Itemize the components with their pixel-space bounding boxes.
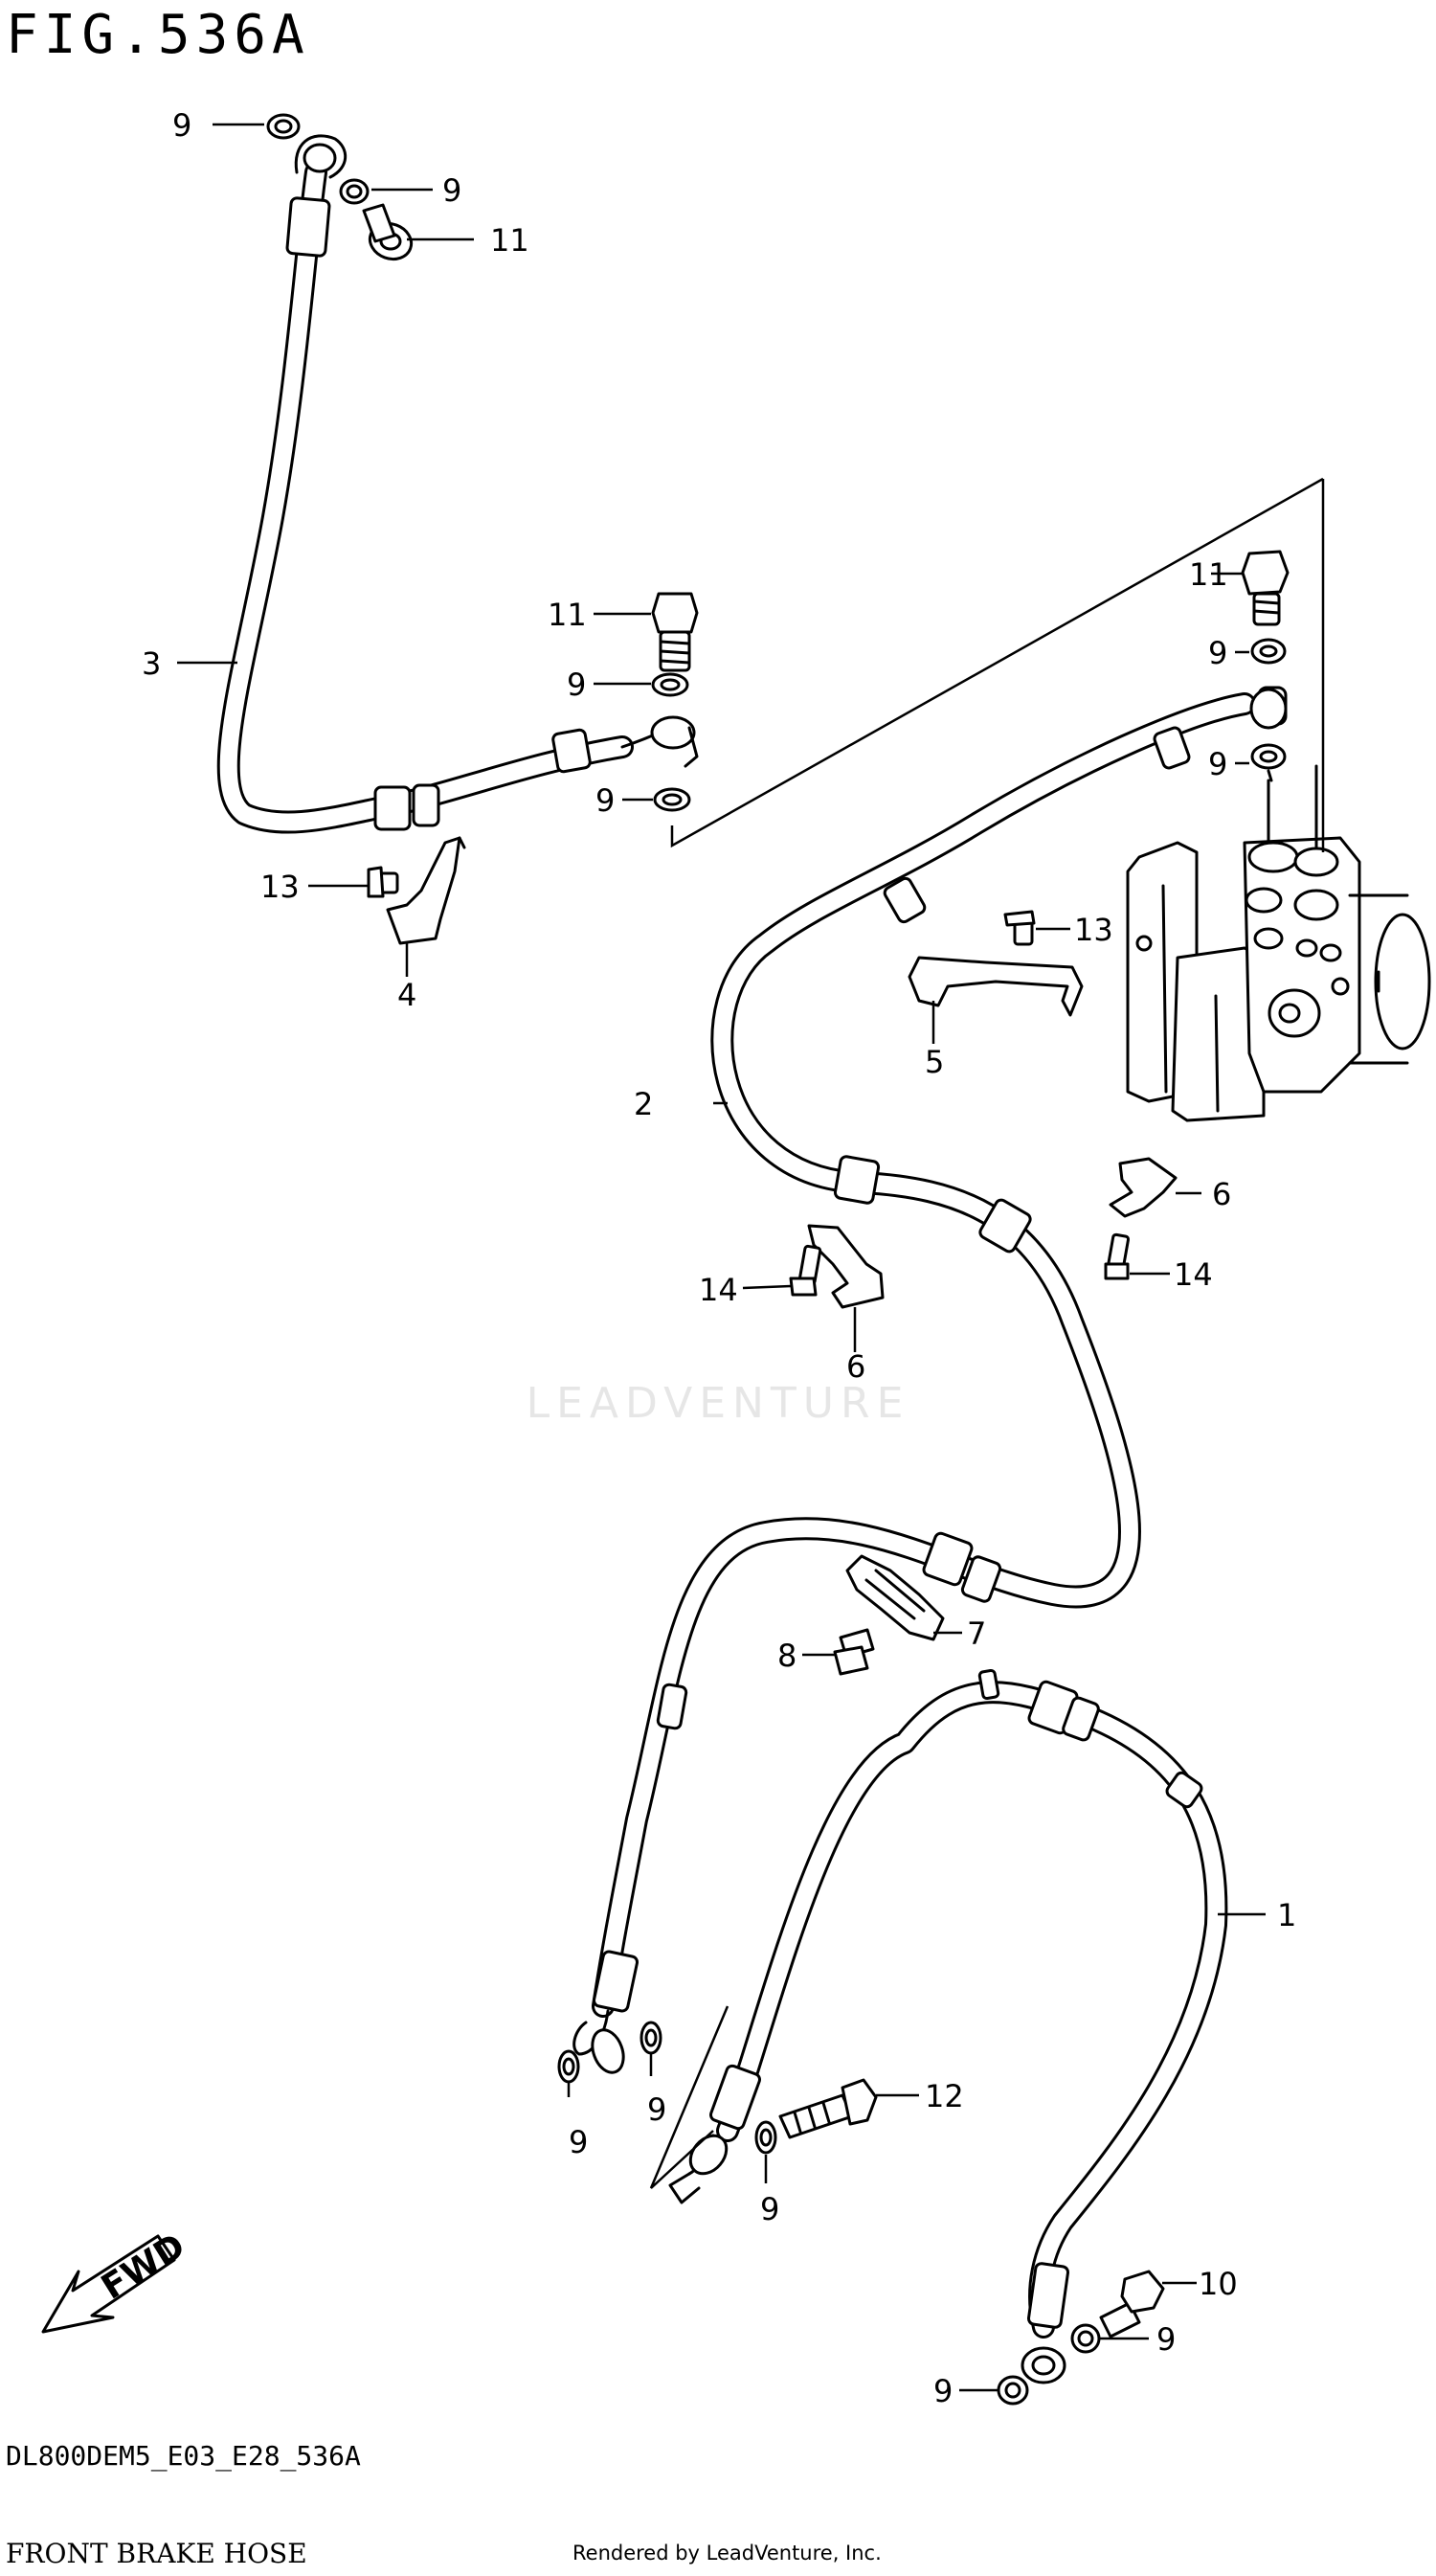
watermark: LEADVENTURE (526, 1379, 910, 1428)
gasket-washers[interactable] (266, 113, 1287, 2406)
callout-4: 4 (397, 977, 416, 1013)
brake-hose-1[interactable] (668, 1668, 1228, 2384)
callout-9-b: 9 (442, 172, 461, 209)
callout-9-j: 9 (1156, 2321, 1176, 2358)
callout-12: 12 (925, 2078, 964, 2114)
render-credit: Rendered by LeadVenture, Inc. (572, 2542, 882, 2565)
callout-9-k: 9 (933, 2373, 953, 2409)
callout-11-a: 11 (490, 222, 529, 259)
callout-7: 7 (967, 1616, 986, 1652)
callout-9-f: 9 (1208, 746, 1227, 782)
union-bolt-11-abs[interactable] (1241, 550, 1290, 626)
callout-11-b: 11 (548, 597, 587, 633)
callout-9-c: 9 (567, 667, 586, 703)
callout-6-b: 6 (846, 1348, 865, 1385)
bolt-14-right[interactable] (1104, 1232, 1131, 1280)
callout-2: 2 (634, 1086, 653, 1122)
abs-hydraulic-unit[interactable] (1126, 764, 1431, 1122)
bolt-8[interactable] (833, 1628, 875, 1676)
union-bolt-12[interactable] (778, 2078, 878, 2139)
bolt-13-left[interactable] (367, 866, 399, 898)
callout-8: 8 (777, 1638, 797, 1674)
brake-hose-2[interactable] (572, 686, 1288, 2077)
callout-10: 10 (1199, 2266, 1238, 2302)
callout-13-a: 13 (260, 869, 300, 905)
callout-6-a: 6 (1212, 1176, 1231, 1212)
figure-title: FIG.536A (6, 4, 310, 66)
hose-bracket-5[interactable] (908, 956, 1084, 1017)
bolt-14-left[interactable] (789, 1244, 822, 1297)
diagram-code: DL800DEM5_E03_E28_536A (6, 2440, 361, 2472)
leader-lines (177, 123, 1266, 2392)
abs-reference-line (670, 477, 1325, 852)
callout-9-a: 9 (172, 107, 191, 144)
callout-3: 3 (142, 645, 161, 682)
callout-9-g: 9 (569, 2124, 588, 2160)
hose-clamp-6-left[interactable] (807, 1224, 885, 1309)
callout-9-d: 9 (595, 782, 615, 819)
callout-9-i: 9 (760, 2191, 779, 2227)
callout-11-c: 11 (1189, 556, 1228, 593)
callout-9-e: 9 (1208, 635, 1227, 671)
bolt-13-right[interactable] (1003, 910, 1036, 946)
fwd-label: FWD (95, 2226, 192, 2308)
fwd-arrow: FWD (41, 2226, 192, 2334)
brake-hose-3[interactable] (216, 134, 699, 834)
callout-1: 1 (1277, 1897, 1296, 1933)
callout-9-h: 9 (647, 2091, 666, 2128)
callout-14-a: 14 (1174, 1256, 1213, 1293)
callout-5: 5 (925, 1044, 944, 1080)
diagram-name: FRONT BRAKE HOSE (6, 2538, 307, 2569)
hose-clamp-4[interactable] (386, 836, 466, 945)
hose-clamp-6-right[interactable] (1109, 1157, 1178, 1218)
union-bolt-10[interactable] (1099, 2270, 1165, 2339)
hose-junction-triangle (649, 2005, 729, 2189)
hose-clamp-7[interactable] (845, 1554, 945, 1641)
union-bolt-11-top[interactable] (362, 203, 416, 264)
callout-13-b: 13 (1074, 912, 1113, 948)
union-bolt-11-mid[interactable] (651, 592, 699, 672)
callout-14-b: 14 (699, 1272, 738, 1308)
